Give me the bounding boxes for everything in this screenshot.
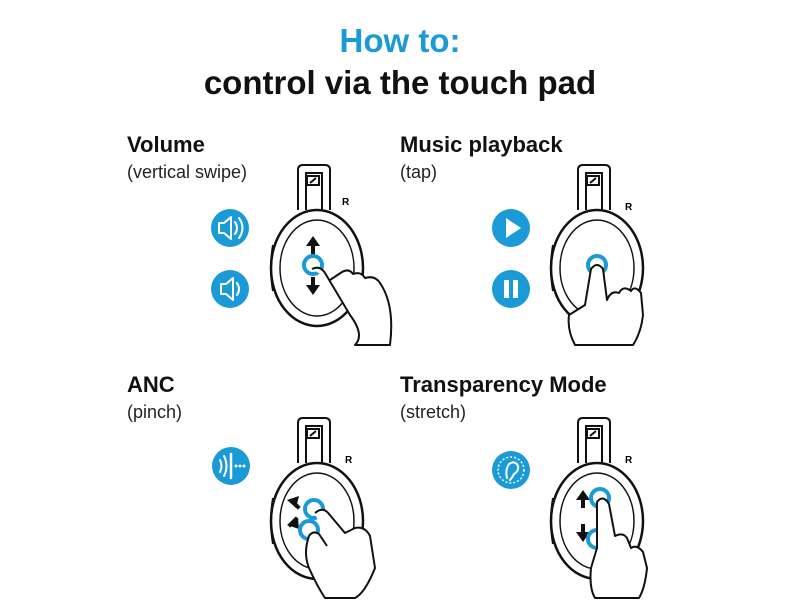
finger-hand-icon [311,266,393,346]
volume-up-icon [211,209,249,247]
ear-side-label: R [345,455,353,466]
volume-illustration: R [211,164,393,346]
headband [297,164,331,210]
anc-icon [212,447,250,485]
finger-hand-icon [305,508,376,599]
section-subtitle-anc: (pinch) [127,402,183,422]
section-title-music-playback: Music playback [400,132,563,157]
headband [577,417,611,463]
music-playback-illustration: R [492,164,645,346]
finger-hand-icon [589,497,648,599]
swipe-arrows-icon [306,236,320,295]
headband [577,164,611,210]
headband [297,417,331,463]
play-icon [492,209,530,247]
section-title-volume: Volume [127,132,205,157]
page-title: control via the touch pad [203,64,597,101]
section-subtitle-transparency-mode: (stretch) [400,402,467,422]
volume-down-icon [211,270,249,308]
transparency-ear-icon [492,451,530,489]
section-subtitle-music-playback: (tap) [400,162,438,182]
pinch-arrows-icon [287,496,301,529]
ear-side-label: R [342,197,350,208]
transparency-illustration: R [492,417,648,599]
finger-hand-icon [567,264,644,346]
pause-icon [492,270,530,308]
section-title-transparency-mode: Transparency Mode [400,372,607,397]
how-to-heading: How to: [339,22,461,59]
ear-side-label: R [625,202,633,213]
anc-illustration: R [212,417,376,599]
section-title-anc: ANC [127,372,175,397]
ear-side-label: R [625,455,633,466]
section-subtitle-volume: (vertical swipe) [127,162,248,182]
stretch-arrows-icon [576,490,590,542]
